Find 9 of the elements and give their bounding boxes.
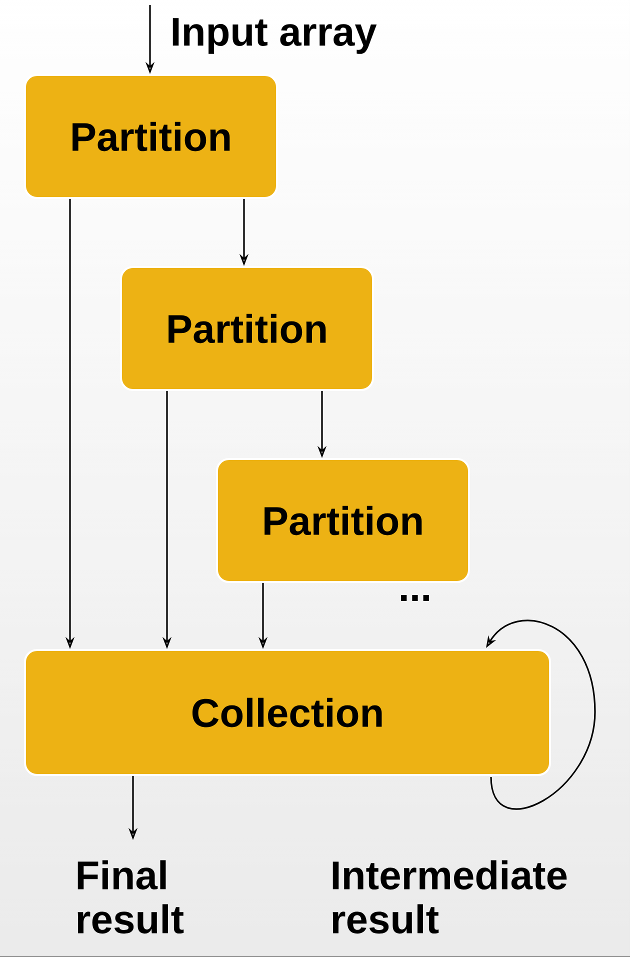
ellipsis-text: ... <box>401 595 429 601</box>
process-box: Partition <box>24 74 278 199</box>
process-box: Collection <box>24 649 551 776</box>
process-box: Partition <box>216 458 470 583</box>
note-text: Intermediate result <box>332 860 567 934</box>
arrow <box>486 620 596 810</box>
edge-label: Input array <box>172 18 377 54</box>
process-box: Partition <box>120 266 374 391</box>
result-text: Final result <box>78 860 184 934</box>
